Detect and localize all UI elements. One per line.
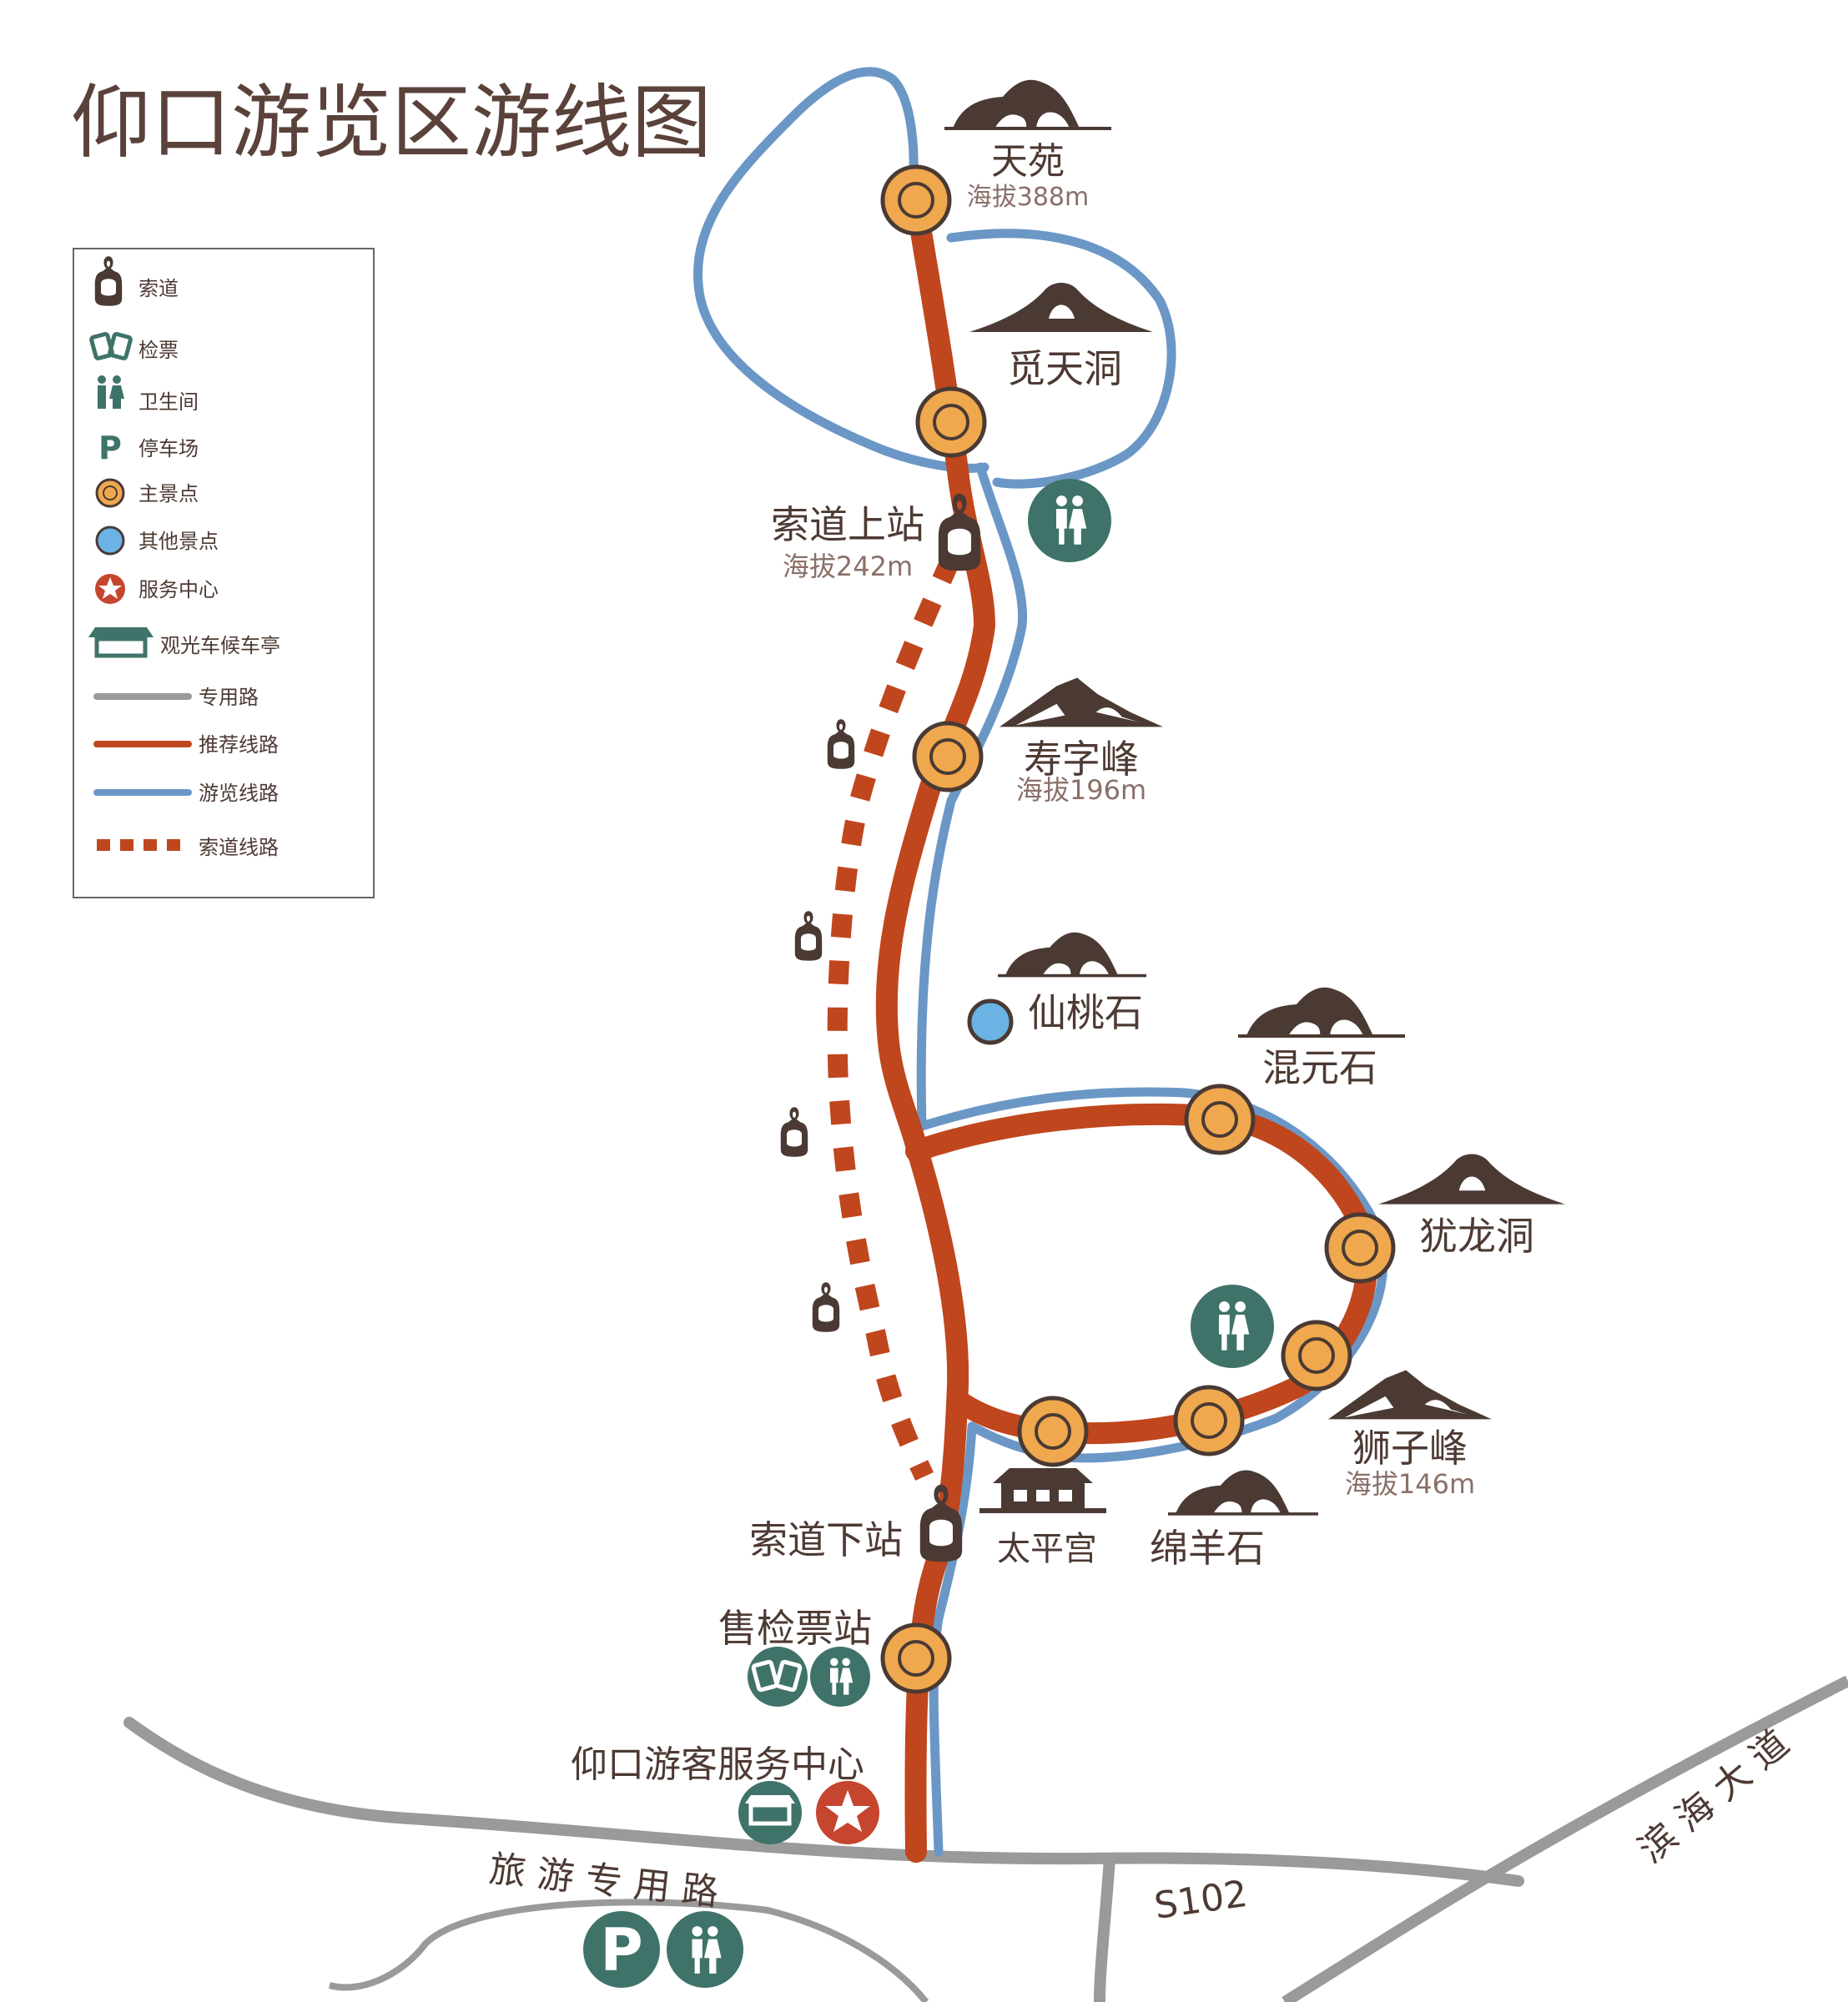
restroom-badge-upper[interactable]: [1028, 479, 1111, 562]
parking-badge[interactable]: P: [583, 1911, 660, 1988]
mitiandong-arch-icon: [969, 283, 1153, 332]
road-network: [123, 1675, 1848, 2002]
legend-label-service-center: 服务中心: [138, 578, 219, 601]
landmark-illustrations: [944, 79, 1565, 1516]
label-taipinggong: 太平宫: [997, 1530, 1097, 1568]
restroom-badge-parking[interactable]: [667, 1911, 743, 1988]
cable-car-icon: [794, 911, 823, 961]
service-center-badge[interactable]: [816, 1781, 879, 1844]
restroom-badge-east[interactable]: [1191, 1285, 1274, 1368]
s102-road: [1094, 1858, 1115, 2002]
xiantaoshi-rock-icon: [998, 932, 1146, 978]
altitude-shouzifeng: 海拔196m: [1016, 774, 1146, 806]
altitude-shizifeng: 海拔146m: [1345, 1468, 1475, 1500]
legend-label-parking: 停车场: [138, 437, 199, 460]
shuttle-pavilion-badge[interactable]: [738, 1781, 802, 1844]
tour-route-south: [929, 1421, 977, 1857]
parking-access-road: [328, 1899, 929, 2002]
spot-taipinggong-marker[interactable]: [1017, 1396, 1089, 1467]
service-center-icon: [95, 574, 125, 604]
spot-xiantaoshi-marker[interactable]: [967, 998, 1014, 1045]
spot-hunyuanshi-marker[interactable]: [1184, 1084, 1256, 1155]
spot-mianyangshi-marker[interactable]: [1173, 1385, 1245, 1456]
legend-label-tour-route: 游览线路: [199, 782, 279, 805]
main-spot-icon: [95, 478, 125, 508]
label-visitor-center: 仰口游客服务中心: [571, 1743, 864, 1786]
label-lower-station: 索道下站: [749, 1517, 903, 1562]
taipinggong-temple-icon: [979, 1468, 1106, 1513]
parking-icon: P: [98, 430, 122, 466]
legend-label-ticket: 检票: [138, 339, 179, 362]
spot-mitiandong-marker[interactable]: [915, 386, 987, 458]
label-xiantaoshi: 仙桃石: [1028, 990, 1143, 1035]
label-hunyuanshi: 混元石: [1262, 1045, 1377, 1090]
legend-label-cableway-route: 索道线路: [199, 836, 279, 859]
main-spots: [880, 164, 1396, 1694]
tour-route-upper-loop: [693, 67, 989, 473]
label-upper-station: 索道上站: [771, 502, 924, 547]
legend-label-restroom: 卫生间: [138, 390, 199, 414]
ticket-icon: [751, 1659, 803, 1693]
tour-route-mitiandong-loop: [946, 229, 1176, 489]
tianyuan-mountain-icon: [944, 79, 1111, 130]
youlongdong-arch-icon: [1378, 1154, 1565, 1205]
spot-shouzifeng-marker[interactable]: [912, 721, 984, 792]
spot-tianyuan-marker[interactable]: [880, 164, 952, 236]
label-mianyangshi: 绵羊石: [1150, 1526, 1265, 1571]
legend-label-cableway: 索道: [138, 277, 179, 300]
spot-youlongdong-marker[interactable]: [1324, 1212, 1396, 1284]
label-shouzifeng: 寿字峰: [1024, 737, 1139, 782]
restroom-icon: [98, 375, 124, 409]
tourist-road: [123, 1717, 1524, 1887]
ticket-icon: [89, 332, 133, 360]
label-youlongdong: 犹龙洞: [1419, 1214, 1534, 1259]
shizifeng-peak-icon: [1328, 1370, 1492, 1420]
label-s102: S102: [1151, 1873, 1250, 1928]
cable-car-icon: [780, 1107, 808, 1157]
mianyangshi-rock-icon: [1168, 1470, 1318, 1516]
label-shizifeng: 狮子峰: [1352, 1426, 1468, 1471]
restroom-badge-station[interactable]: [810, 1647, 870, 1707]
cableway-line: [827, 555, 960, 1481]
legend-label-other-spot: 其他景点: [138, 530, 219, 553]
binhai-avenue: [1282, 1675, 1848, 2002]
spot-shizifeng-marker[interactable]: [1281, 1320, 1352, 1391]
tour-route-east-loop: [917, 1087, 1388, 1463]
cable-car-icon: [827, 719, 855, 769]
legend-label-recommended-route: 推荐线路: [199, 733, 279, 757]
label-mitiandong: 觅天洞: [1007, 346, 1122, 391]
spot-ticket-station-marker[interactable]: [880, 1622, 952, 1694]
shuttle-pavilion-icon: [88, 627, 154, 658]
shuttle-pavilion-icon: [745, 1795, 795, 1826]
parking-icon: P: [600, 1916, 642, 1984]
shouzifeng-peak-icon: [1000, 677, 1163, 727]
legend: 索道 检票 卫生间 P 停车场 主景点 其他景点 服务中心: [73, 248, 375, 898]
label-ticket-station: 售检票站: [718, 1606, 872, 1651]
legend-label-shuttle-pavilion: 观光车候车亭: [160, 634, 280, 657]
altitude-tianyuan: 海拔388m: [967, 183, 1089, 212]
altitude-upper-station: 海拔242m: [783, 551, 913, 582]
legend-label-main-spot: 主景点: [138, 482, 199, 506]
map-title: 仰口游览区游线图: [71, 76, 712, 169]
cable-car-icon: [812, 1282, 840, 1332]
hunyuanshi-rock-icon: [1238, 987, 1405, 1038]
other-spot-icon: [95, 526, 125, 556]
ticket-badge-station[interactable]: [748, 1647, 808, 1707]
star-icon: [825, 1790, 870, 1832]
label-tianyuan: 天苑: [991, 140, 1065, 183]
legend-label-special-road: 专用路: [199, 686, 259, 709]
